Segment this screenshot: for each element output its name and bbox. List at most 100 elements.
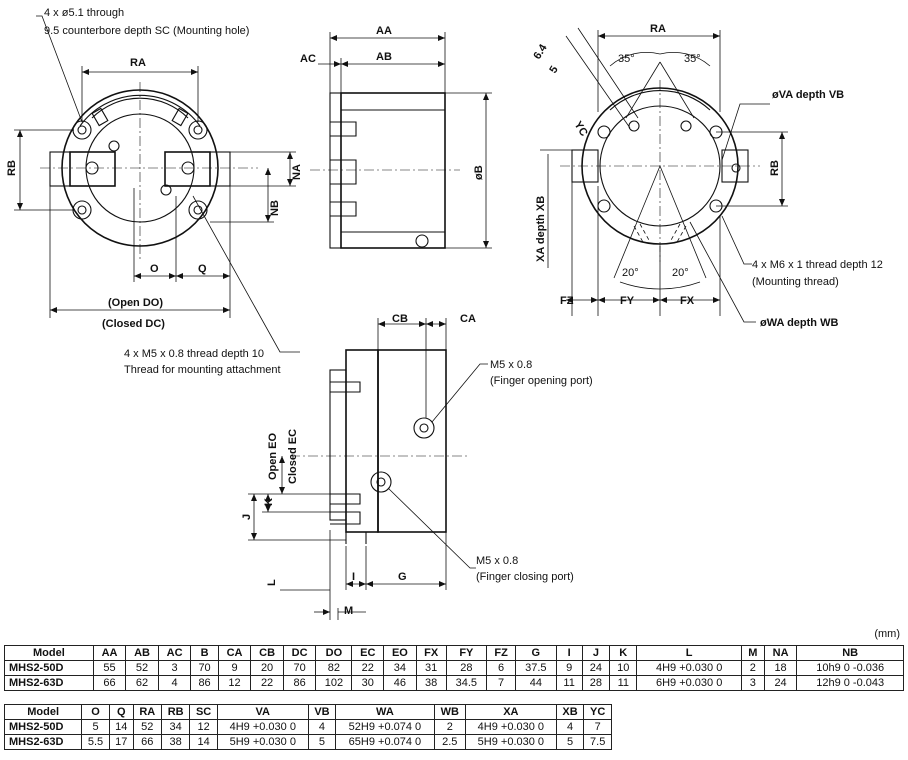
table-cell: 10 — [609, 660, 638, 676]
rear-view — [540, 27, 788, 323]
table-cell: 7 — [486, 675, 517, 691]
table-cell: 17 — [108, 734, 134, 750]
table-cell: 11 — [609, 675, 638, 691]
table-1-header-cell: DO — [315, 645, 353, 661]
dim-ca: CA — [460, 313, 476, 325]
dim-fy: FY — [620, 295, 635, 307]
table-cell: 37.5 — [515, 660, 557, 676]
dim-20-left: 20° — [622, 267, 639, 279]
dim-cb: CB — [392, 313, 408, 325]
dim-xa-xb: XA depth XB — [535, 196, 547, 262]
table-cell: 9 — [217, 660, 252, 676]
table-cell: 14 — [108, 719, 134, 735]
table-1-header-cell: J — [581, 645, 611, 661]
table-cell: 12 — [189, 719, 218, 735]
table-1-header-cell: I — [555, 645, 583, 661]
table-cell: 11 — [555, 675, 583, 691]
table-2-header-cell: RB — [160, 704, 191, 720]
table-1-header-cell: M — [740, 645, 765, 661]
dim-na: NA — [291, 164, 303, 180]
dimension-table-2: Model O Q RA RB SC VA VB WA WB XA XB YC … — [3, 704, 612, 750]
table-cell: 52H9 +0.074 0 — [335, 719, 435, 735]
table-row: MHS2-63D 5.5 17 66 38 14 5H9 +0.030 0 5 … — [3, 734, 612, 750]
dim-aa: AA — [376, 25, 392, 37]
table-cell: 22 — [250, 675, 284, 691]
table-2-header-cell: WB — [433, 704, 466, 720]
dim-nb: NB — [269, 200, 281, 216]
table-cell: 34.5 — [445, 675, 488, 691]
table-cell: 52 — [132, 719, 162, 735]
table-cell: 7 — [583, 719, 612, 735]
table-cell: 46 — [383, 675, 417, 691]
note-attach-thread-1: 4 x M5 x 0.8 thread depth 10 — [124, 348, 264, 360]
table-row: MHS2-50D 55 52 3 70 9 20 70 82 22 34 31 … — [4, 660, 904, 676]
table-2-header-cell: XB — [555, 704, 585, 720]
dim-ac: AC — [300, 53, 316, 65]
table-cell: 2 — [433, 719, 466, 735]
table-cell: 38 — [160, 734, 191, 750]
table-2-header-cell: Q — [108, 704, 134, 720]
dim-closed-ec: Closed EC — [287, 429, 299, 484]
table-cell: 70 — [190, 660, 219, 676]
note-open-port-2: (Finger opening port) — [490, 375, 593, 387]
table-1-header-cell: CA — [217, 645, 252, 661]
dim-b: øB — [473, 165, 485, 180]
table-cell: 5H9 +0.030 0 — [464, 734, 557, 750]
table-1-header-cell: Model — [4, 645, 94, 661]
technical-drawing: 4 x ø5.1 through 9.5 counterbore depth S… — [6, 7, 883, 620]
table-cell: 30 — [351, 675, 385, 691]
dim-35-left: 35° — [618, 53, 635, 65]
dim-5: 5 — [547, 64, 560, 76]
table-2-header-cell: VA — [216, 704, 309, 720]
dim-fx: FX — [680, 295, 695, 307]
table-1-header: Model AA AB AC B CA CB DC DO EC EO FX FY… — [4, 645, 904, 661]
note-mount-hole-2: 9.5 counterbore depth SC (Mounting hole) — [44, 25, 249, 37]
dim-ra: RA — [130, 57, 146, 69]
table-cell: 4H9 +0.030 0 — [216, 719, 309, 735]
table-row: MHS2-63D 66 62 4 86 12 22 86 102 30 46 3… — [4, 675, 904, 691]
dim-j: J — [241, 514, 253, 520]
note-close-port-2: (Finger closing port) — [476, 571, 574, 583]
table-cell: 10h9 0 -0.036 — [796, 660, 904, 676]
dim-rb-rear: RB — [769, 160, 781, 176]
dim-o: O — [150, 263, 159, 275]
table-2-header-cell: RA — [132, 704, 162, 720]
table-2-header-cell: WA — [335, 704, 435, 720]
table-cell: 102 — [315, 675, 353, 691]
table-cell: 44 — [515, 675, 557, 691]
table-1-header-cell: EC — [351, 645, 385, 661]
dim-l: L — [266, 579, 278, 586]
table-cell: 7.5 — [583, 734, 612, 750]
table-cell: 28 — [445, 660, 488, 676]
dim-rb: RB — [6, 160, 18, 176]
table-1-header-cell: EO — [383, 645, 417, 661]
front-view — [14, 15, 300, 353]
table-cell: 34 — [383, 660, 417, 676]
note-mount-thread-2: (Mounting thread) — [752, 276, 839, 288]
table-cell: 12 — [217, 675, 252, 691]
table-cell: 4 — [307, 719, 337, 735]
table-1-header-cell: G — [515, 645, 557, 661]
table-cell: 5.5 — [81, 734, 110, 750]
table-1-header-cell: CB — [250, 645, 284, 661]
table-cell: 70 — [282, 660, 317, 676]
dim-open-eo: Open EO — [267, 432, 279, 480]
table-cell: 3 — [157, 660, 192, 676]
table-cell: 12h9 0 -0.043 — [796, 675, 904, 691]
dim-open-do: (Open DO) — [108, 297, 163, 309]
table-cell: 4 — [157, 675, 192, 691]
table-cell: 18 — [763, 660, 798, 676]
dim-fz: FZ — [560, 295, 574, 307]
table-1-header-cell: NA — [763, 645, 798, 661]
table-cell: 62 — [125, 675, 159, 691]
table-cell: 4H9 +0.030 0 — [636, 660, 742, 676]
table-cell: 5 — [81, 719, 110, 735]
table-cell: 2 — [740, 660, 765, 676]
table-cell: 4H9 +0.030 0 — [464, 719, 557, 735]
note-va: øVA depth VB — [772, 89, 844, 101]
table-cell: 86 — [282, 675, 317, 691]
table-cell: 66 — [132, 734, 162, 750]
table-cell: 55 — [92, 660, 127, 676]
table-cell: 6H9 +0.030 0 — [636, 675, 742, 691]
table-cell: 65H9 +0.074 0 — [335, 734, 435, 750]
